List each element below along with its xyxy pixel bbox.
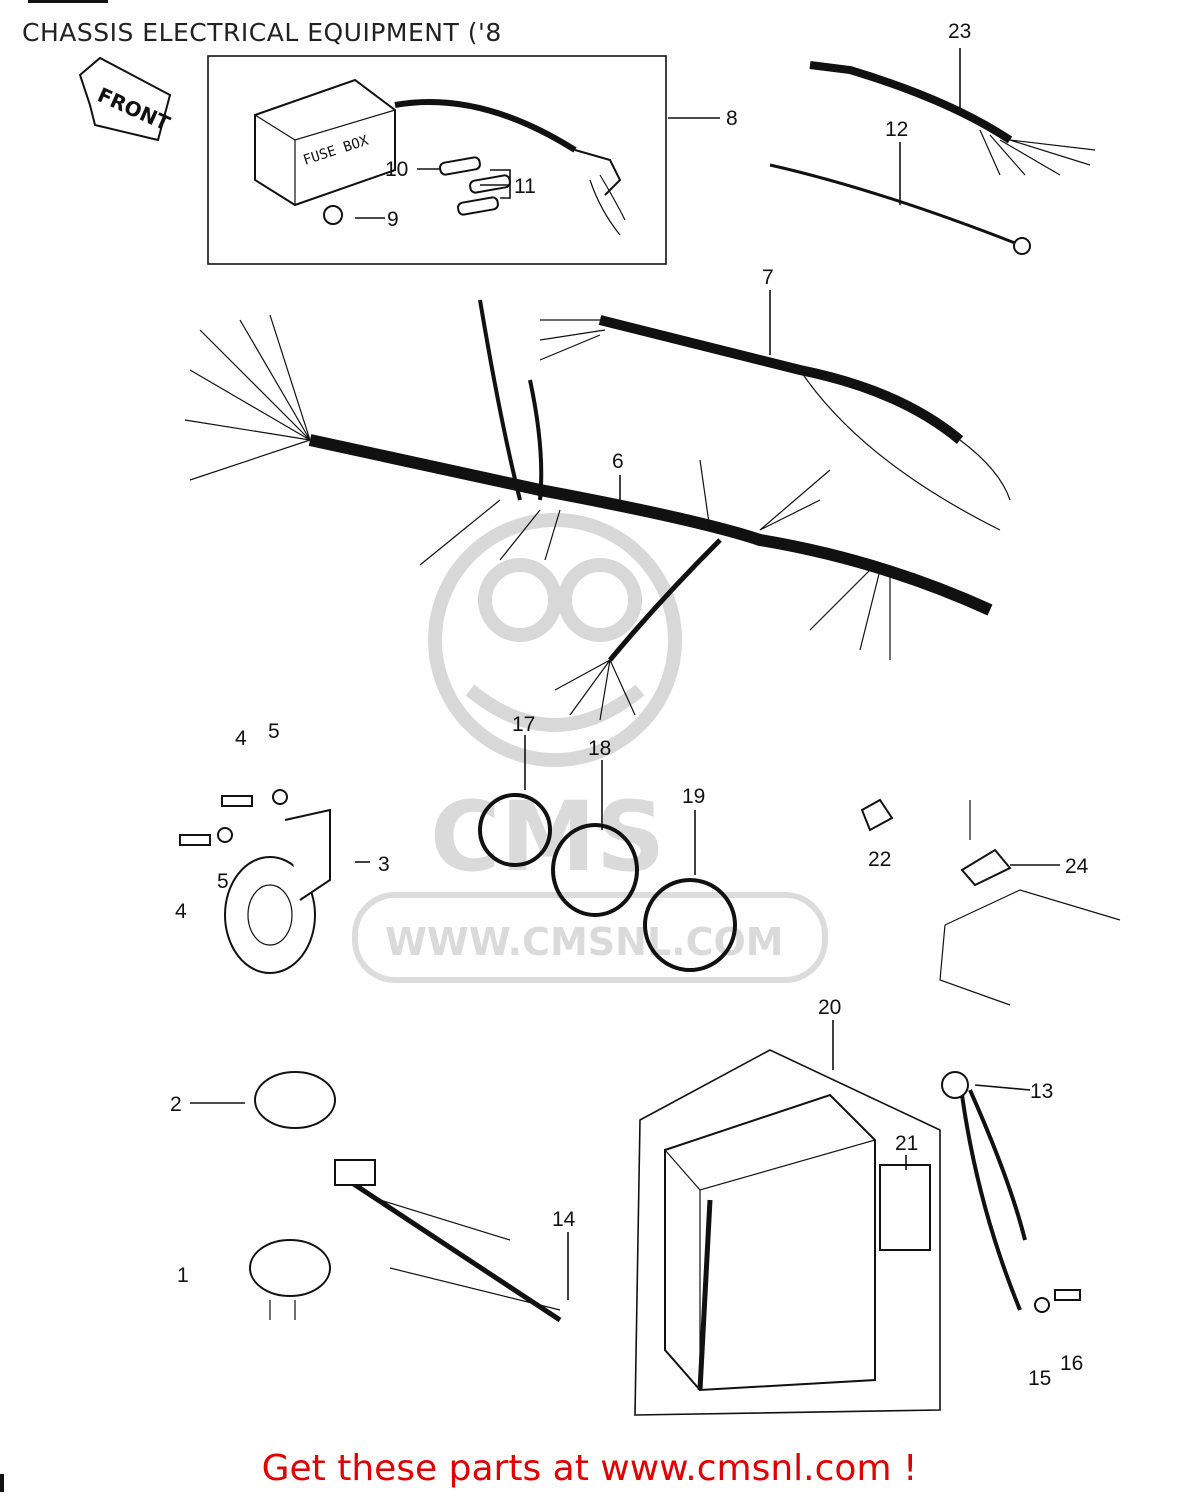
callout-22: 22	[868, 848, 891, 871]
callout-16: 16	[1060, 1352, 1083, 1375]
fuse-box-assembly: FUSE BOX	[207, 55, 667, 265]
watermark-url: WWW.CMSNL.COM	[385, 920, 784, 964]
callout-4-upper: 4	[235, 727, 247, 750]
parts-link-banner[interactable]: Get these parts at www.cmsnl.com !	[261, 1448, 918, 1489]
callout-labels: 1 2 3 4 4 5 5 6 7 8 9 10 11 12 13 14 15 …	[170, 20, 1089, 1390]
callout-1: 1	[177, 1264, 189, 1287]
callout-15: 15	[1028, 1367, 1051, 1390]
page-title: CHASSIS ELECTRICAL EQUIPMENT ('8	[22, 18, 502, 47]
callout-4-lower: 4	[175, 900, 187, 923]
callout-5-lower: 5	[217, 870, 229, 893]
callout-13: 13	[1030, 1080, 1053, 1103]
top-rule	[28, 0, 108, 3]
battery	[634, 1049, 941, 1416]
fuse-cap	[323, 205, 343, 225]
callout-18: 18	[588, 737, 611, 760]
callout-8: 8	[726, 107, 738, 130]
callout-9: 9	[387, 208, 399, 231]
relays	[249, 1071, 336, 1320]
callout-24: 24	[1065, 855, 1089, 878]
front-arrow-icon: FRONT	[78, 56, 174, 142]
callout-10: 10	[385, 158, 408, 181]
clamp-bands	[478, 793, 737, 972]
callout-7: 7	[762, 266, 774, 289]
callout-12: 12	[885, 118, 908, 141]
horn	[179, 789, 331, 974]
callout-17: 17	[512, 713, 535, 736]
battery-lead	[941, 1071, 1081, 1313]
callout-21: 21	[895, 1132, 918, 1155]
sub-harness	[769, 61, 1096, 255]
ground-lead	[334, 1159, 562, 1323]
callout-19: 19	[682, 785, 705, 808]
callout-2: 2	[170, 1093, 182, 1116]
callout-23: 23	[948, 20, 971, 43]
leader-lines	[190, 48, 1060, 1300]
callout-3: 3	[378, 853, 390, 876]
callout-14: 14	[552, 1208, 576, 1231]
edge-mark	[0, 1474, 4, 1492]
clamps	[860, 798, 1121, 1006]
callout-11: 11	[514, 175, 536, 198]
callout-6: 6	[612, 450, 624, 473]
main-harness	[184, 299, 1011, 721]
callout-5-upper: 5	[268, 720, 280, 743]
callout-20: 20	[818, 996, 841, 1019]
